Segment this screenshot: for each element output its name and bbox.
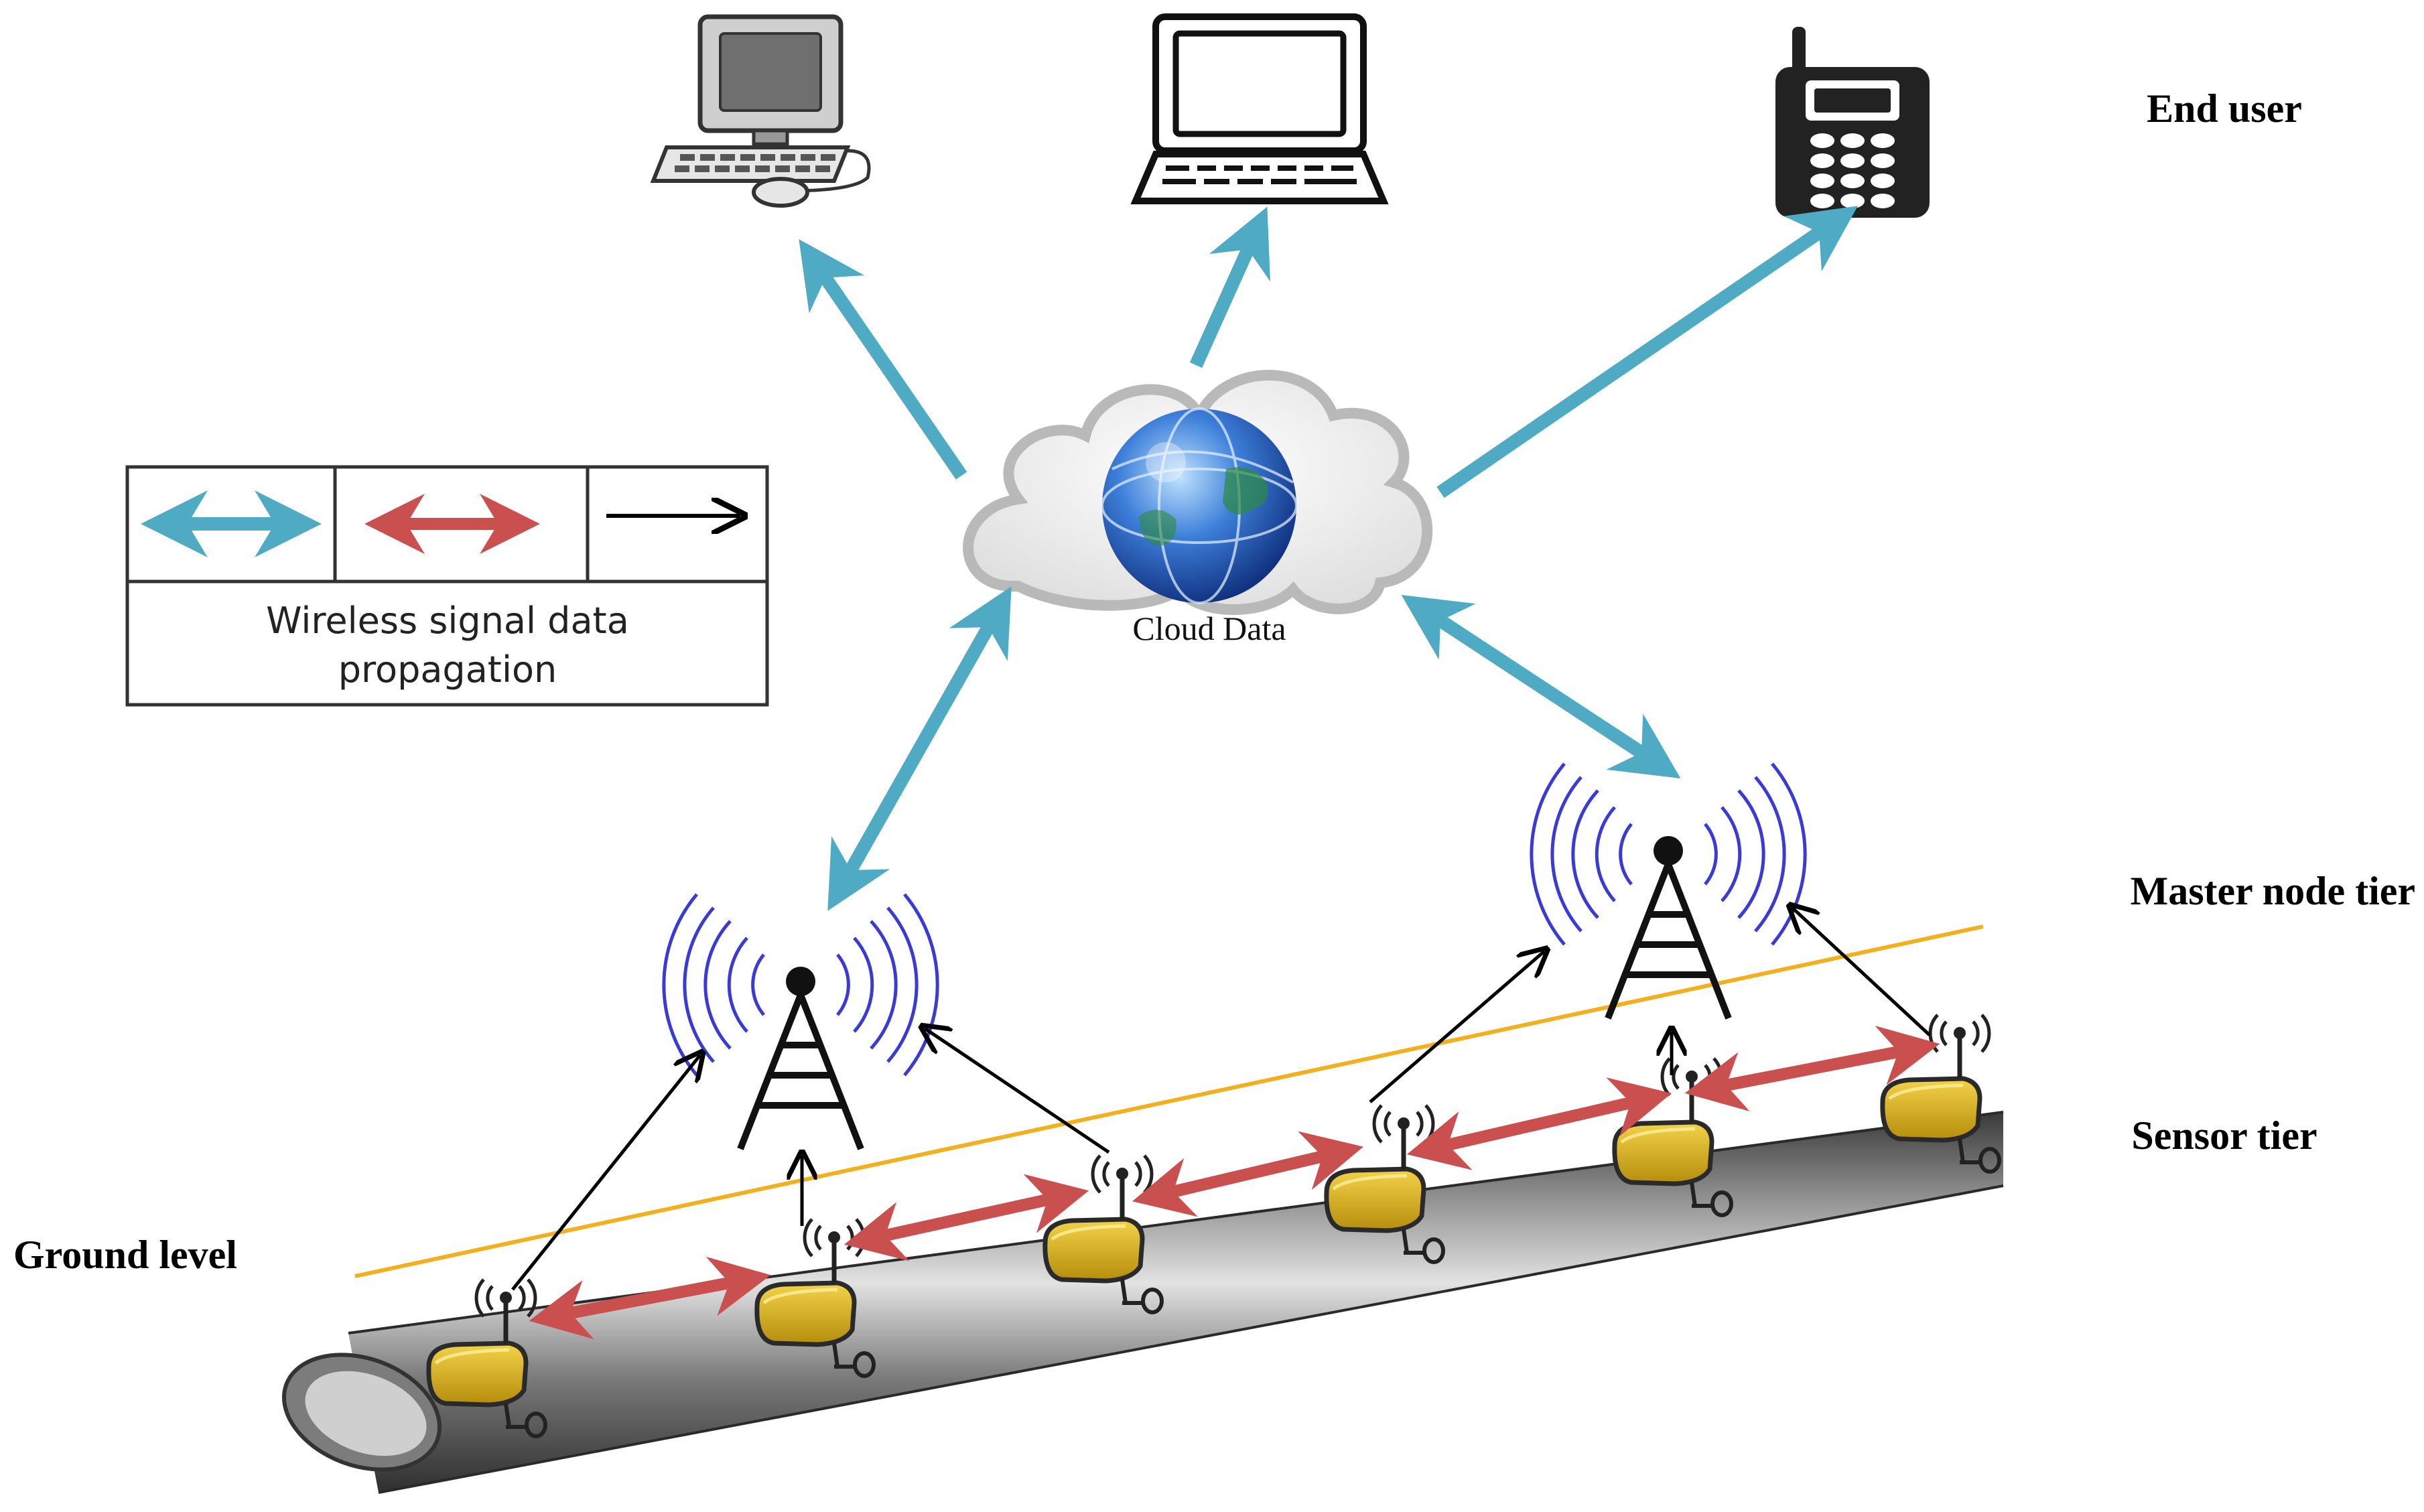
- master-node-tower-icon: [662, 893, 939, 1150]
- cloud-label: Cloud Data: [1132, 610, 1286, 647]
- black-uplinks: [511, 908, 1931, 1291]
- link-cloud-tower-right: [1401, 595, 1681, 778]
- link-sensor-2-3: [844, 1174, 1089, 1261]
- master-node-tier-label: Master node tier: [2131, 869, 2415, 913]
- link-cloud-phone: [1436, 206, 1858, 498]
- end-user-label: End user: [2147, 86, 2302, 131]
- legend: Wireless signal data propagation: [125, 465, 769, 707]
- link-sensor-3-4: [1132, 1131, 1364, 1217]
- desktop-computer-icon: [650, 14, 871, 208]
- link-cloud-desktop: [799, 239, 967, 480]
- uplink-sensor1-tower-left: [511, 1055, 700, 1291]
- link-cloud-tower-left: [827, 586, 1012, 911]
- pipeline: [281, 1111, 2004, 1494]
- link-sensor-4-5: [1406, 1077, 1672, 1170]
- laptop-icon: [1130, 13, 1389, 204]
- link-cloud-laptop: [1189, 206, 1270, 368]
- master-node-tower-icon: [1530, 762, 1807, 1020]
- uplink-sensor6-tower-right: [1792, 908, 1931, 1036]
- ground-level-label: Ground level: [13, 1233, 237, 1277]
- cloud-globe-icon: [963, 370, 1433, 615]
- legend-text-line1: Wireless signal data: [266, 600, 629, 642]
- link-sensor-5-6: [1684, 1026, 1940, 1111]
- ground-level-line: [354, 924, 1984, 1278]
- link-sensor-1-2: [529, 1256, 771, 1340]
- blue-wireless-links: [799, 206, 1858, 911]
- sensor-tier-label: Sensor tier: [2131, 1113, 2317, 1158]
- uplink-sensor3-tower-left: [925, 1028, 1110, 1154]
- red-wireless-links: [529, 1026, 1940, 1340]
- uplink-sensor4-tower-right: [1369, 951, 1544, 1103]
- legend-text-line2: propagation: [338, 648, 557, 691]
- mobile-phone-icon: [1775, 27, 1930, 218]
